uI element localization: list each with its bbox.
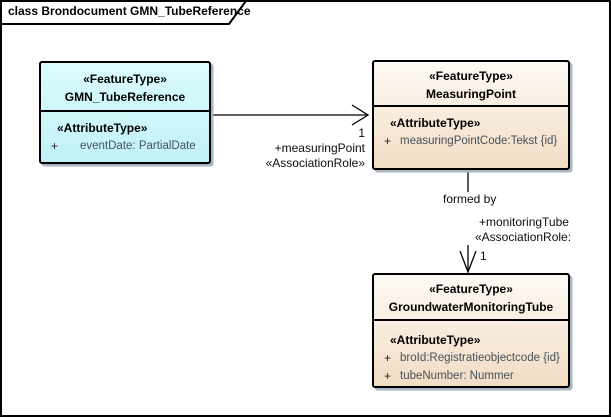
association-gmn-to-measuringpoint[interactable]: [213, 104, 370, 126]
open-arrowhead-icon: [351, 104, 370, 126]
visibility-plus-icon: +: [384, 134, 392, 148]
association-measuringpoint-to-tube[interactable]: [459, 172, 477, 274]
diagram-title: class Brondocument GMN_TubeReference: [8, 4, 251, 18]
class-stereotype: «FeatureType»: [83, 72, 167, 86]
class-box-gmn-tubereference[interactable]: «FeatureType» GMN_TubeReference «Attribu…: [39, 61, 211, 164]
class-attributes-compartment: «AttributeType» + eventDate: PartialDate: [41, 112, 209, 155]
association2-role-stereotype[interactable]: «AssociationRole:: [474, 230, 573, 244]
visibility-plus-icon: +: [384, 369, 392, 383]
association1-target-multiplicity[interactable]: 1: [357, 126, 366, 140]
visibility-plus-icon: +: [51, 139, 59, 153]
attribute-row[interactable]: + broId:Registratieobjectcode {id}: [382, 349, 566, 367]
class-attributes-compartment: «AttributeType» + measuringPointCode:Tek…: [374, 107, 568, 150]
class-box-measuringpoint[interactable]: «FeatureType» MeasuringPoint «AttributeT…: [372, 60, 570, 170]
open-arrowhead-icon: [459, 250, 477, 274]
attribute-signature: broId:Registratieobjectcode {id}: [400, 352, 560, 364]
class-attributes-compartment: «AttributeType» + broId:Registratieobjec…: [374, 321, 568, 385]
class-name: GroundwaterMonitoringTube: [388, 300, 554, 314]
attribute-row[interactable]: + eventDate: PartialDate: [49, 137, 207, 155]
class-header: «FeatureType» GroundwaterMonitoringTube: [374, 275, 568, 321]
class-stereotype: «FeatureType»: [429, 282, 513, 296]
attribute-signature: tubeNumber: Nummer: [400, 370, 514, 382]
attribute-row[interactable]: + tubeNumber: Nummer: [382, 367, 566, 385]
class-header: «FeatureType» GMN_TubeReference: [41, 63, 209, 112]
association2-target-multiplicity[interactable]: 1: [479, 249, 488, 263]
attribute-compartment-stereotype: «AttributeType»: [390, 116, 481, 130]
association1-role-stereotype[interactable]: «AssociationRole»: [264, 156, 366, 170]
association2-target-role[interactable]: +monitoringTube: [478, 215, 570, 229]
attribute-compartment-stereotype: «AttributeType»: [390, 333, 481, 347]
class-stereotype: «FeatureType»: [429, 69, 513, 83]
association1-target-role[interactable]: +measuringPoint: [273, 141, 366, 155]
association2-name[interactable]: formed by: [442, 192, 498, 206]
attribute-signature: measuringPointCode:Tekst {id}: [400, 135, 558, 147]
attribute-compartment-stereotype: «AttributeType»: [57, 121, 148, 135]
visibility-plus-icon: +: [384, 351, 392, 365]
attribute-row[interactable]: + measuringPointCode:Tekst {id}: [382, 132, 566, 150]
diagram-frame-tab: class Brondocument GMN_TubeReference: [0, 0, 252, 26]
class-header: «FeatureType» MeasuringPoint: [374, 62, 568, 107]
class-name: GMN_TubeReference: [64, 90, 186, 104]
attribute-signature: eventDate: PartialDate: [80, 140, 196, 152]
class-name: MeasuringPoint: [425, 87, 516, 101]
class-box-groundwatermonitoringtube[interactable]: «FeatureType» GroundwaterMonitoringTube …: [372, 273, 570, 388]
